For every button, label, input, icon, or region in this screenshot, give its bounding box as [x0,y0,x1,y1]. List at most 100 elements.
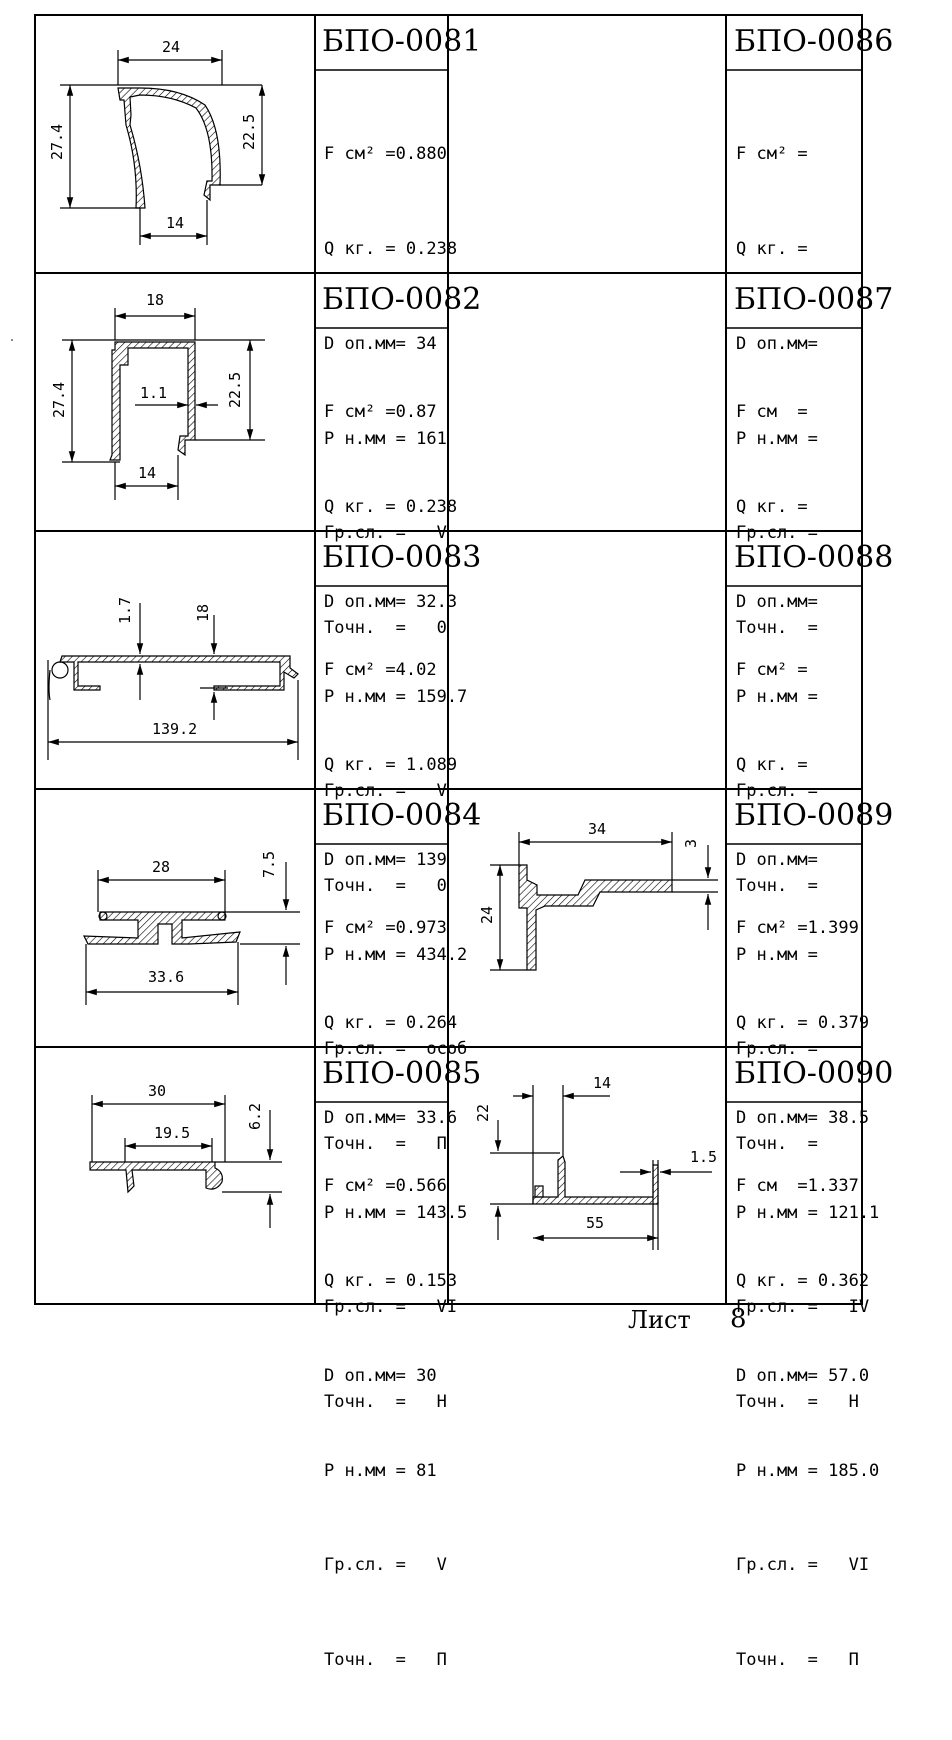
profile-code: БПО-0082 [322,282,482,317]
dims-0083: 1.7 18 139.2 [116,597,212,738]
spec-line: F см = [736,402,808,423]
spec-line: D оп.мм= 30 [324,1365,437,1386]
profile-drawing-0090 [490,1085,712,1250]
dim-label: 1.5 [690,1148,717,1166]
dim-label: 22 [474,1104,492,1122]
dim-label: 22.5 [226,372,244,408]
profile-code: БПО-0083 [322,540,482,575]
profile-code: БПО-0085 [322,1056,482,1091]
profile-specs: F см = Q кг. = D оп.мм= P н.мм = Гр.сл. … [736,334,818,966]
spec-line: P н.мм = 434.2 [324,944,468,965]
dim-label: 27.4 [48,124,66,160]
profile-specs: F см =1.337 Q кг. = 0.362 D оп.мм= 57.0 … [736,1108,879,1740]
dims-0085: 30 6.2 19.5 [148,1082,264,1142]
spec-line: P н.мм = 159.7 [324,686,468,707]
spec-line: D оп.мм= 57.0 [736,1365,870,1386]
profile-specs: F см² = Q кг. = D оп.мм= P н.мм = Гр.сл.… [736,76,818,708]
spec-line: Гр.сл. = [736,1039,818,1060]
dim-label: 139.2 [152,720,197,738]
profile-specs: F см² =4.02 Q кг. = 1.089 D оп.мм= 139 P… [324,592,467,1224]
spec-line: Гр.сл. = [736,523,818,544]
spec-line: Q кг. = [736,496,808,517]
spec-line: Гр.сл. = VI [736,1555,870,1576]
spec-line: D оп.мм= [736,591,818,612]
profile-drawing-0085 [89,1095,282,1228]
spec-line: Точн. = 0 [324,876,447,897]
spec-line: F см² =0.566 [324,1176,447,1197]
spec-line: F см² =0.973 [324,918,447,939]
dims-0089: 34 3 24 [478,820,700,924]
dim-label: 14 [138,464,156,482]
spec-line: Q кг. = 0.238 [324,496,458,517]
table-grid: 24 27.4 22.5 14 18 27.4 1.1 [11,14,863,1305]
spec-line: P н.мм = 143.5 [324,1202,468,1223]
dims-0090: 14 22 1.5 55 [474,1074,717,1232]
spec-line: Q кг. = 0.264 [324,1012,458,1033]
spec-line: Точн. = П [324,1134,447,1155]
spec-line: D оп.мм= [736,849,818,870]
dim-label: 6.2 [246,1103,264,1130]
spec-line: P н.мм = [736,686,818,707]
spec-line: Q кг. = 0.153 [324,1270,458,1291]
dim-label: 14 [593,1074,611,1092]
spec-line: Q кг. = 1.089 [324,754,458,775]
spec-line: P н.мм = 121.1 [736,1202,880,1223]
dim-label: 24 [162,38,180,56]
spec-line: Гр.сл. = IV [736,1297,870,1318]
dims-0084: 28 7.5 33.6 [148,851,278,986]
spec-line: Гр.сл. = V [324,523,447,544]
spec-line: F см² = [736,144,808,165]
spec-line: Гр.сл. = VI [324,1297,458,1318]
dim-label: 19.5 [154,1124,190,1142]
dims-0082: 18 27.4 1.1 22.5 14 [50,291,244,482]
spec-line: Гр.сл. = особ [324,1039,468,1060]
dim-label: 7.5 [260,851,278,878]
profile-specs: F см² =0.880 Q кг. = 0.238 D оп.мм= 34 P… [324,76,457,708]
spec-line: Точн. = [736,876,818,897]
spec-line: F см² = [736,660,808,681]
profile-code: БПО-0086 [734,24,894,59]
profile-specs: F см² = Q кг. = D оп.мм= P н.мм = Гр.сл.… [736,592,818,1224]
sheet-label: Лист [628,1306,691,1334]
dim-label: 14 [166,214,184,232]
dim-label: 28 [152,858,170,876]
dim-label: 34 [588,820,606,838]
dim-label: 18 [146,291,164,309]
sheet-number: 8 [730,1304,747,1334]
spec-line: Точн. = П [324,1650,447,1671]
dim-label: 55 [586,1214,604,1232]
profile-code: БПО-0089 [734,798,894,833]
spec-line: F см =1.337 [736,1176,859,1197]
spec-line: Q кг. = 0.238 [324,238,458,259]
profile-code: БПО-0087 [734,282,894,317]
spec-line: Точн. = П [736,1650,859,1671]
spec-line: Гр.сл. = V [324,1555,447,1576]
spec-line: P н.мм = 161 [324,428,447,449]
profile-drawing-0082 [62,308,265,500]
spec-line: Q кг. = [736,754,808,775]
dims-0081: 24 27.4 22.5 14 [48,38,258,232]
spec-line: F см² =0.87 [324,402,437,423]
dim-label: 1.1 [140,384,167,402]
spec-line: Q кг. = 0.379 [736,1012,870,1033]
spec-line: Гр.сл. = [736,781,818,802]
drawing-sheet: 24 27.4 22.5 14 18 27.4 1.1 [11,14,894,1670]
profile-drawing-0083 [47,603,299,760]
spec-line: F см² =0.880 [324,144,447,165]
dim-label: 27.4 [50,382,68,418]
profile-code: БПО-0090 [734,1056,894,1091]
spec-line: D оп.мм= [736,333,818,354]
profile-specs: F см² =0.87 Q кг. = 0.238 D оп.мм= 32.3 … [324,334,467,966]
dim-label: 22.5 [240,114,258,150]
profile-code: БПО-0081 [322,24,482,59]
profile-code: БПО-0084 [322,798,482,833]
profile-drawing-0084 [83,862,300,1005]
profile-specs: F см² =0.566 Q кг. = 0.153 D оп.мм= 30 P… [324,1108,457,1740]
spec-line: P н.мм = 81 [324,1460,437,1481]
spec-line: Q кг. = [736,238,808,259]
spec-line: Гр.сл. = V [324,781,447,802]
dim-label: 30 [148,1082,166,1100]
spec-line: D оп.мм= 38.5 [736,1107,870,1128]
spec-line: Q кг. = 0.362 [736,1270,870,1291]
dim-label: 3 [682,839,700,848]
